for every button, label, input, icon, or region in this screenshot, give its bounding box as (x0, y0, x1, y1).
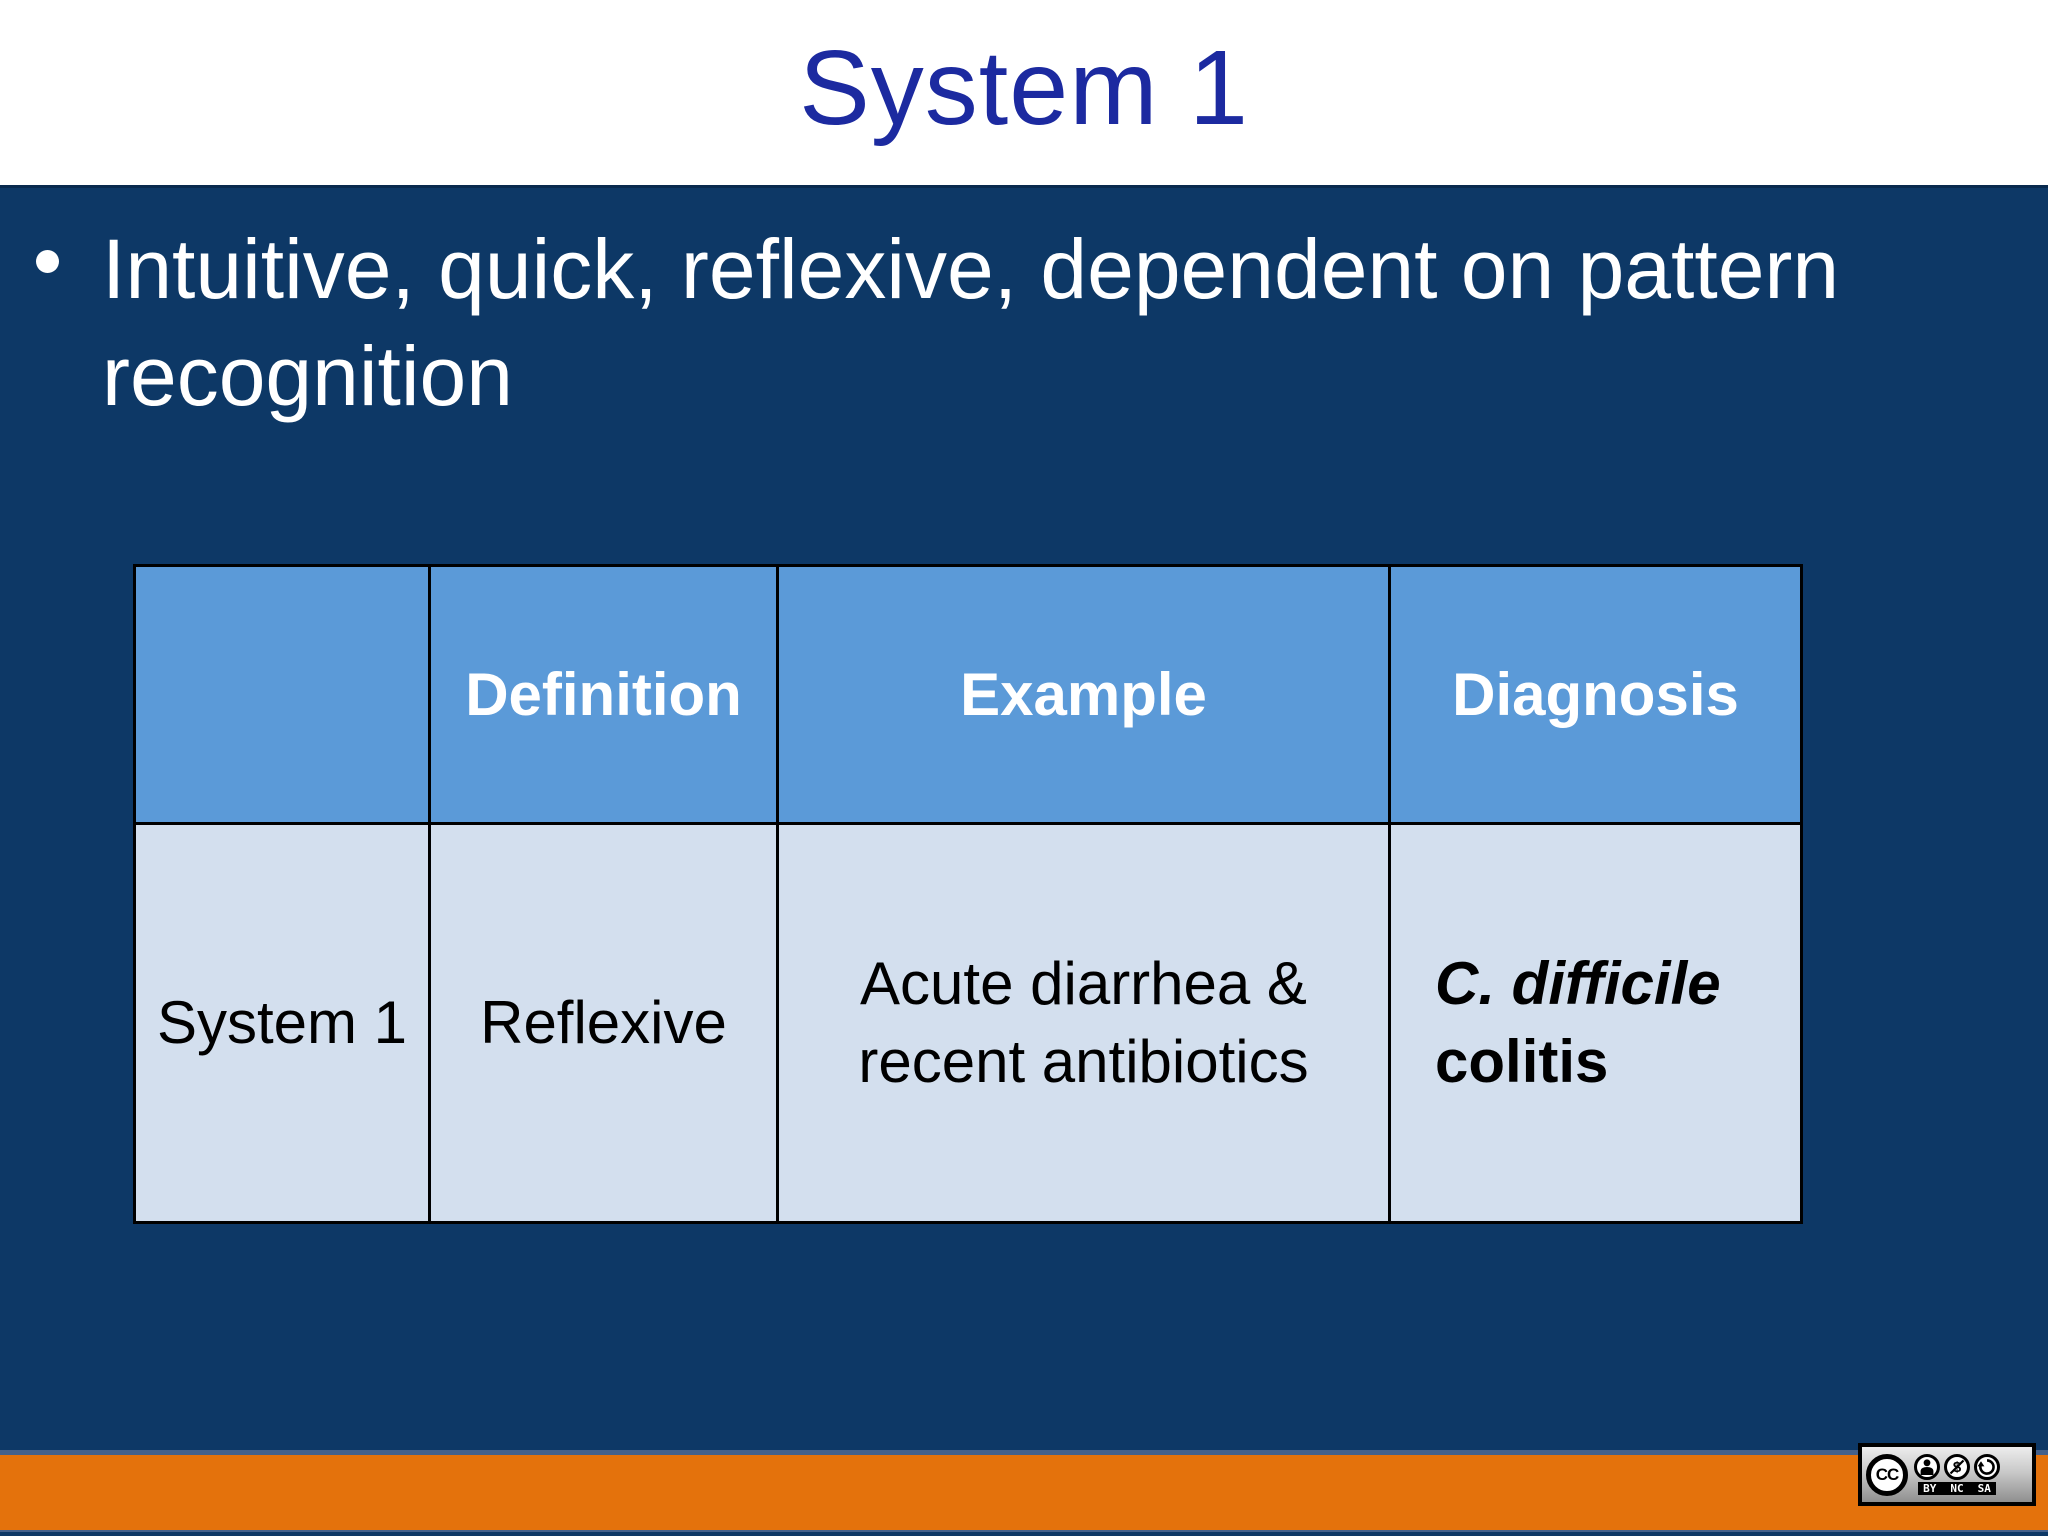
cell-system-label: System 1 (133, 822, 431, 1224)
bullet-text: Intuitive, quick, reflexive, dependent o… (102, 216, 1839, 430)
header-cell-example: Example (776, 564, 1391, 825)
diagnosis-italic-text: C. difficile (1435, 950, 1721, 1017)
non-commercial-dollar-icon: $ (1944, 1454, 1970, 1480)
page-title: System 1 (799, 28, 1249, 147)
share-alike-arrow-icon (1974, 1454, 2000, 1480)
bullet-item: Intuitive, quick, reflexive, dependent o… (36, 216, 1968, 430)
bottom-strip (0, 1530, 2048, 1536)
header-cell-definition: Definition (428, 564, 779, 825)
cc-license-badge[interactable]: CC $ (1858, 1443, 2036, 1506)
diagnosis-normal-text: colitis (1435, 1028, 1609, 1095)
header-cell-diagnosis: Diagnosis (1388, 564, 1803, 825)
separator-line (0, 1450, 2048, 1455)
cc-term-nc: NC (1950, 1482, 1964, 1495)
cc-term-sa: SA (1977, 1482, 1991, 1495)
comparison-table: Definition Example Diagnosis System 1 Re… (133, 564, 1803, 1224)
attribution-person-icon (1914, 1454, 1940, 1480)
cc-badge-right: $ BY NC SA (1914, 1454, 2000, 1495)
table-header-row: Definition Example Diagnosis (133, 564, 1803, 825)
content-area: Intuitive, quick, reflexive, dependent o… (0, 185, 2048, 1450)
cell-diagnosis: C. difficile colitis (1388, 822, 1803, 1224)
cc-term-by: BY (1923, 1482, 1937, 1495)
bullet-line-2: recognition (102, 329, 513, 423)
cc-logo-icon: CC (1866, 1453, 1908, 1496)
table-row: System 1 Reflexive Acute diarrhea & rece… (133, 822, 1803, 1224)
cell-example: Acute diarrhea & recent antibiotics (776, 822, 1391, 1224)
header-cell-empty (133, 564, 431, 825)
cc-terms-strip: BY NC SA (1918, 1482, 1996, 1495)
cc-icon-row: $ (1914, 1454, 2000, 1480)
footer-bar: CC $ (0, 1443, 2048, 1530)
bullet-dot-icon (36, 250, 59, 273)
bullet-line-1: Intuitive, quick, reflexive, dependent o… (102, 222, 1840, 316)
cell-definition: Reflexive (428, 822, 779, 1224)
example-line-1: Acute diarrhea & (860, 950, 1307, 1017)
example-line-2: recent antibiotics (858, 1028, 1309, 1095)
title-bar: System 1 (0, 0, 2048, 185)
